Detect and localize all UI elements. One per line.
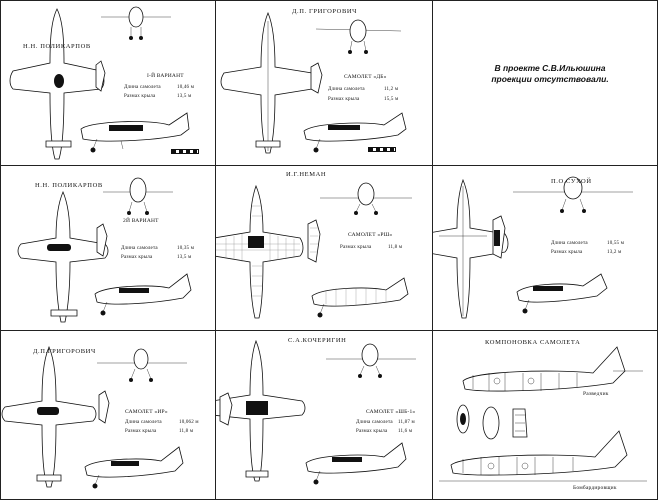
variant-label: САМОЛЕТ «ШБ-1»: [366, 409, 416, 415]
spec-value: 11,2 м: [384, 87, 399, 92]
three-view-drawing: [216, 339, 416, 485]
spec-value: 13,2 м: [607, 250, 622, 255]
variant-label: САМОЛЕТ «ИР»: [125, 409, 168, 415]
spec-value: 11,8 м: [388, 245, 403, 250]
spec-label: Длина самолета: [551, 241, 588, 246]
three-view-drawing: [220, 11, 407, 154]
three-view-drawing: [433, 176, 633, 319]
spec-value: 10,062 м: [179, 420, 199, 425]
spec-label: Размах крыла: [340, 245, 372, 250]
grid-line: [0, 330, 658, 331]
three-view-drawing: [1, 345, 187, 489]
panel-grigorovich-db: Д.П. ГРИГОРОВИЧ САМОЛЕТ «ДБ» Длина самол…: [216, 1, 432, 165]
designer-name: П.О.СУХОЙ: [551, 178, 592, 185]
caption-bomber: Бомбардировщик: [573, 485, 617, 491]
panel-ilyushin-note: В проекте С.В.Ильюшина проекции отсутств…: [433, 1, 657, 165]
caption-reconnaissance: Разведчик: [583, 391, 609, 397]
designer-name: Д.П.ГРИГОРОВИЧ: [33, 348, 96, 355]
panel-grigorovich-ir: Д.П.ГРИГОРОВИЧ САМОЛЕТ «ИР» Длина самоле…: [1, 331, 215, 499]
three-view-drawing: [17, 177, 192, 323]
note-text: В проекте С.В.Ильюшина проекции отсутств…: [491, 63, 609, 84]
scale-bar: [368, 147, 396, 152]
three-view-drawing: [9, 6, 190, 160]
spec-value: 11,87 м: [398, 420, 415, 425]
panel-kocherigin-shb1: С.А.КОЧЕРИГИН САМОЛЕТ «ШБ-1» Длина самол…: [216, 331, 432, 499]
variant-label: САМОЛЕТ «ДБ»: [344, 74, 387, 80]
cutaway-drawing: [439, 346, 647, 482]
variant-label: САМОЛЕТ «РШ»: [348, 232, 393, 238]
designer-name: И.Г.НЕМАН: [286, 171, 327, 178]
spec-label: Размах крыла: [328, 97, 360, 102]
spec-label: Длина самолета: [356, 420, 393, 425]
panel-neman-rsh: И.Г.НЕМАН САМОЛЕТ «РШ» Размах крыла 11,8…: [216, 166, 432, 330]
designer-name: Н.Н. ПОЛИКАРПОВ: [35, 182, 103, 189]
grid-line: [0, 0, 658, 1]
spec-value: 10,46 м: [177, 85, 195, 90]
panel-layout: КОМПОНОВКА САМОЛЕТА Разведчик Бомбардиро…: [433, 331, 657, 499]
spec-value: 11,8 м: [179, 429, 194, 434]
spec-value: 13,5 м: [177, 255, 192, 260]
grid-line: [0, 165, 658, 166]
spec-label: Длина самолета: [125, 420, 162, 425]
spec-label: Длина самолета: [328, 87, 365, 92]
panel-sukhoi: П.О.СУХОЙ Длина самолета 10,55 м Размах …: [433, 166, 657, 330]
spec-label: Размах крыла: [551, 250, 583, 255]
panel-polikarpov-1: Н.Н. ПОЛИКАРПОВ I-Й ВАРИАНТ Длина самоле…: [1, 1, 215, 165]
variant-label: 2Й ВАРИАНТ: [123, 218, 159, 224]
spec-label: Длина самолета: [121, 246, 158, 251]
spec-value: 15,5 м: [384, 97, 399, 102]
designer-name: Д.П. ГРИГОРОВИЧ: [292, 8, 358, 15]
three-view-drawing: [216, 182, 412, 319]
spec-value: 11,6 м: [398, 429, 413, 434]
spec-value: 10,35 м: [177, 246, 195, 251]
panel-polikarpov-2: Н.Н. ПОЛИКАРПОВ 2Й ВАРИАНТ Длина самолет…: [1, 166, 215, 330]
scale-bar: [171, 149, 199, 154]
grid-line: [0, 0, 1, 500]
spec-value: 13,5 м: [177, 94, 192, 99]
designer-name: Н.Н. ПОЛИКАРПОВ: [23, 43, 91, 50]
spec-value: 10,55 м: [607, 241, 625, 246]
spec-label: Длина самолета: [124, 85, 161, 90]
spec-label: Размах крыла: [125, 429, 157, 434]
spec-label: Размах крыла: [356, 429, 388, 434]
designer-name: С.А.КОЧЕРИГИН: [288, 337, 347, 344]
spec-label: Размах крыла: [124, 94, 156, 99]
layout-title: КОМПОНОВКА САМОЛЕТА: [485, 339, 581, 346]
variant-label: I-Й ВАРИАНТ: [147, 73, 184, 79]
spec-label: Размах крыла: [121, 255, 153, 260]
